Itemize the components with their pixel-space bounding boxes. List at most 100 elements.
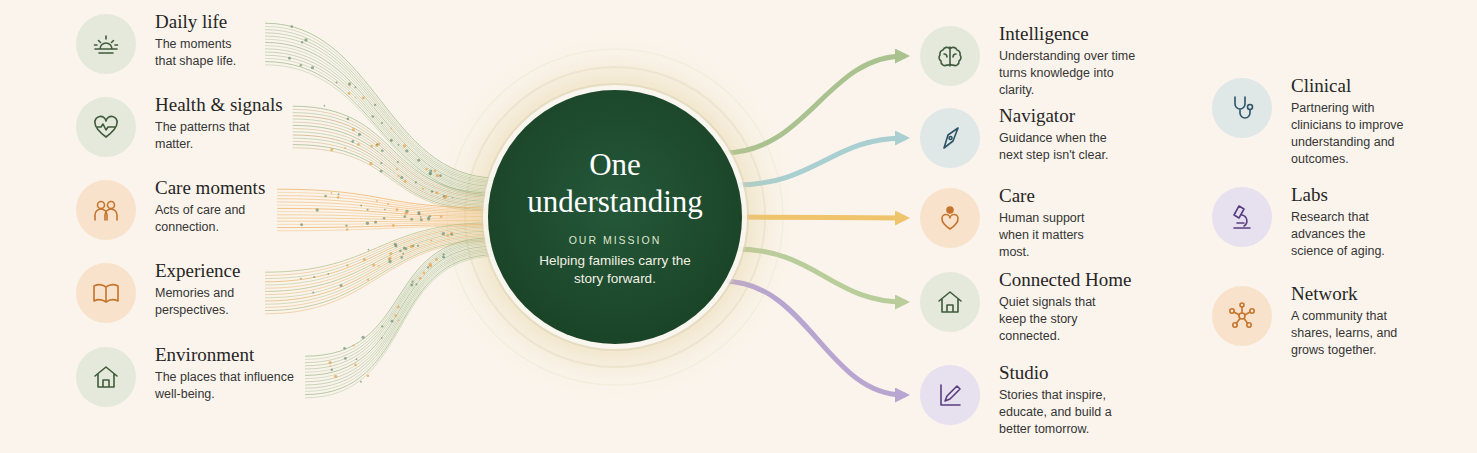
text-column: EnvironmentThe places that influence wel… [155,343,295,403]
item-description: Quiet signals that keep the story connec… [999,294,1114,345]
icon-circle [76,97,136,157]
flow-dot [358,133,361,136]
glow-ring [447,49,783,385]
flow-dot [330,148,333,151]
mission-label: OUR MISSION [569,234,662,246]
icon-circle [1212,187,1272,247]
icon-circle [920,26,980,86]
flow-dot [345,224,347,226]
flow-dot [324,195,327,198]
item-heading: Connected Home [999,268,1131,292]
flow-dot [442,256,444,258]
connector [305,238,496,398]
flow-dot [418,212,421,215]
item-heading: Intelligence [999,22,1149,46]
flow-dot [394,243,397,246]
flow-line [293,148,490,211]
flow-dot [404,212,407,215]
flow-dot [431,190,433,192]
flow-dot [367,209,369,211]
flow-dot [384,209,386,211]
flow-dot [420,216,422,218]
flow-line [265,231,491,291]
item-description: The moments that shape life. [155,36,255,70]
flow-line [305,256,496,398]
flow-dot [300,64,303,67]
flow-line [265,62,492,195]
flow-dot [363,258,366,261]
item-description: The patterns that matter. [155,119,255,153]
flow-dot [352,344,354,346]
flow-dot [387,203,389,205]
feature-item: StudioStories that inspire, educate, and… [920,365,1117,438]
icon-symbol [934,202,966,234]
flow-dot [381,149,384,152]
flow-dot [346,264,348,266]
flow-dot [348,85,350,87]
flow-dot [400,256,403,259]
flow-dot [400,176,403,179]
flow-line [265,33,495,182]
flow-dot [410,245,413,248]
flow-dot [344,147,346,149]
feature-item: LabsResearch that advances the science o… [1212,187,1391,260]
flow-dot [451,233,454,236]
flow-line [265,30,495,181]
mission-circle: One understandingOUR MISSIONHelping fami… [488,90,742,344]
flow-dot [398,144,400,146]
text-column: Daily lifeThe moments that shape life. [155,10,255,70]
icon-circle [920,365,980,425]
flow-dot [381,325,383,327]
flow-dot [300,278,302,280]
text-column: IntelligenceUnderstanding over time turn… [999,22,1149,99]
flow-dot [443,253,445,255]
item-heading: Labs [1291,183,1391,207]
flow-dot [439,174,442,177]
icon-symbol [934,122,966,154]
flow-line [305,252,495,388]
flow-dot [410,218,413,221]
flow-dot [355,97,357,99]
flow-dot [360,205,362,207]
item-heading: Clinical [1291,74,1423,98]
flow-dot [362,96,365,99]
flow-dot [366,222,369,225]
flow-dot [436,174,439,177]
flow-dot [380,170,383,173]
flow-dot [390,139,393,142]
flow-dot [324,105,326,107]
flow-dot [429,215,431,217]
flow-dot [452,197,454,199]
flow-dot [398,319,400,321]
icon-circle [920,272,980,332]
flow-dot [369,162,372,165]
item-description: Stories that inspire, educate, and build… [999,387,1117,438]
icon-symbol [1226,201,1258,233]
flow-dot [397,306,400,309]
flow-dot [331,368,333,370]
item-description: The places that influence well-being. [155,369,295,403]
arrow-connector [736,249,904,302]
flow-dot [405,247,408,250]
flow-dot [348,92,351,95]
text-column: Connected HomeQuiet signals that keep th… [999,268,1131,345]
item-description: A community that shares, learns, and gro… [1291,308,1416,359]
flow-dot [417,245,419,247]
flow-dot [313,276,315,278]
flow-dot [396,168,398,170]
flow-dot [432,191,434,193]
flow-dot [316,208,319,211]
flow-dot [392,224,395,227]
flow-dot [429,263,432,266]
flow-dot [354,86,356,88]
icon-circle [1212,78,1272,138]
icon-circle [920,188,980,248]
item-description: Acts of care and connection. [155,202,267,236]
flow-line [265,55,493,192]
icon-symbol [934,40,966,72]
flow-line [265,236,491,302]
flow-line [265,65,492,196]
flow-dot [368,249,370,251]
flow-dot [311,66,314,69]
flow-dot [348,82,351,85]
